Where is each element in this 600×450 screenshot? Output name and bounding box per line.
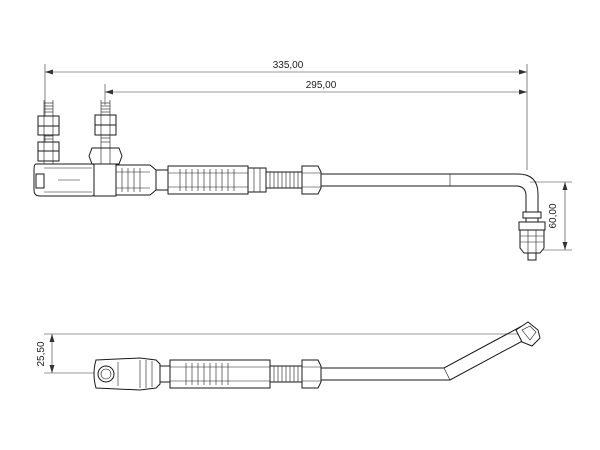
dimension-side-offset: 25,50 — [36, 333, 530, 374]
dimension-label-side-offset: 25,50 — [36, 341, 47, 366]
dimension-label-overall: 335,00 — [273, 60, 304, 71]
dimension-label-center: 295,00 — [306, 80, 337, 91]
rod-end-fitting — [518, 211, 546, 261]
side-main-rod — [321, 325, 529, 381]
right-stud — [88, 100, 123, 165]
side-rod-end-fitting — [515, 321, 541, 347]
lock-nut — [301, 165, 322, 195]
side-view: 25,50 — [36, 321, 541, 391]
dimension-offset-height: 60,00 — [530, 181, 572, 251]
dimension-center-length: 295,00 — [104, 80, 527, 105]
left-stud — [37, 100, 60, 170]
side-adjuster-sleeve — [159, 359, 303, 389]
dimension-label-offset: 60,00 — [548, 203, 559, 228]
left-joint-housing — [33, 163, 98, 197]
adjuster-sleeve — [155, 165, 267, 195]
top-view: 335,00 295,00 60,00 — [33, 60, 572, 261]
side-lock-nut — [301, 359, 322, 389]
thread-section — [265, 171, 303, 189]
side-eye-joint — [93, 357, 161, 391]
main-rod — [321, 173, 539, 222]
right-joint-housing — [93, 163, 157, 197]
